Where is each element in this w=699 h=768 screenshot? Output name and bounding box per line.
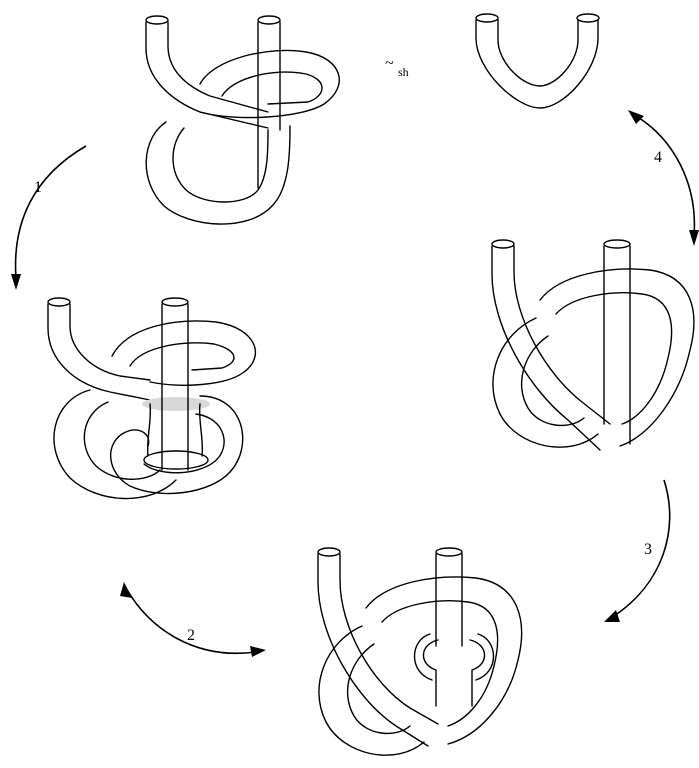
- knotted-tube-initial: [146, 16, 339, 224]
- relation-tilde: ~: [385, 55, 394, 72]
- unknotted-tube: [476, 14, 599, 108]
- shadow-equivalence-symbol: ~ sh: [385, 55, 409, 79]
- tube-end-cap: [258, 16, 280, 24]
- relation-subscript: sh: [398, 65, 409, 79]
- tube-end-cap: [476, 14, 498, 22]
- arrow-step-1: 1: [11, 146, 86, 290]
- step-label-2: 2: [187, 627, 195, 644]
- step-label-4: 4: [654, 149, 662, 166]
- knotted-tube-step-3: [492, 240, 694, 450]
- arrow-step-2: 2: [120, 582, 266, 657]
- tube-end-cap: [577, 14, 599, 22]
- arrow-step-4: 4: [628, 110, 699, 246]
- step-label-1: 1: [34, 179, 42, 196]
- tube-end-cap: [48, 298, 70, 306]
- tube-end-cap: [604, 240, 630, 248]
- step-label-3: 3: [644, 541, 652, 558]
- arrow-step-3: 3: [604, 480, 670, 622]
- tube-end-cap: [162, 298, 188, 306]
- knotted-tube-step-2: [318, 548, 522, 755]
- tube-end-cap: [318, 548, 340, 556]
- tube-end-cap: [146, 16, 168, 24]
- tube-end-cap: [492, 240, 514, 248]
- tube-end-cap: [436, 548, 462, 556]
- knotted-tube-step-1: [48, 298, 255, 499]
